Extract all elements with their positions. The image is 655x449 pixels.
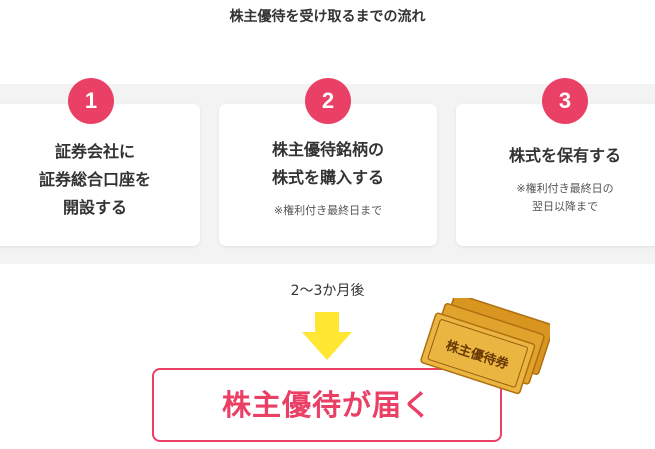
step-2-card: 株主優待銘柄の 株式を購入する ※権利付き最終日まで	[219, 104, 437, 246]
voucher-tickets-icon: 株主優待券	[420, 298, 550, 395]
delay-text: 2〜3か月後	[290, 283, 365, 299]
page-title: 株主優待を受け取るまでの流れ	[229, 9, 426, 25]
step-3-badge: 3	[542, 78, 588, 124]
step-3-note: ※権利付き最終日の 翌日以降まで	[516, 182, 614, 213]
step-3-card: 株式を保有する ※権利付き最終日の 翌日以降まで	[456, 104, 655, 246]
step-1-label: 証券会社に 証券総合口座を 開設する	[38, 142, 151, 217]
step-2-note: ※権利付き最終日まで	[273, 204, 383, 217]
step-1-card: 証券会社に 証券総合口座を 開設する	[0, 104, 200, 246]
step-1-badge: 1	[68, 78, 114, 124]
step-2-label: 株主優待銘柄の 株式を購入する	[271, 140, 384, 187]
arrow-down-icon	[302, 312, 352, 360]
step-3-label: 株式を保有する	[508, 146, 621, 165]
step-2-badge: 2	[305, 78, 351, 124]
result-box: 株主優待が届く	[152, 368, 502, 442]
